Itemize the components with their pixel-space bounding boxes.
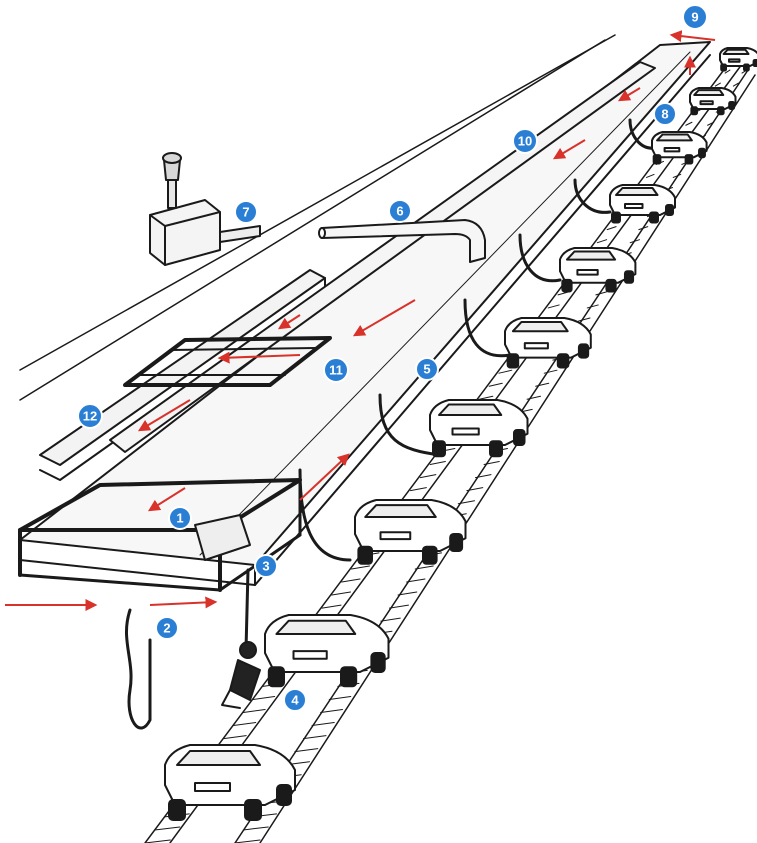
track-tie xyxy=(587,305,598,308)
track-tie xyxy=(411,488,427,491)
track-tie xyxy=(420,475,436,478)
svg-text:2: 2 xyxy=(163,621,170,636)
track-tie xyxy=(322,605,341,608)
track-tie xyxy=(253,696,274,699)
callout-7: 7 xyxy=(235,201,257,223)
car xyxy=(720,48,757,71)
track-tie xyxy=(647,174,655,177)
svg-text:3: 3 xyxy=(262,559,269,574)
car xyxy=(610,185,675,223)
track-tie xyxy=(607,227,616,230)
track-tie xyxy=(548,305,559,308)
callout-11: 11 xyxy=(324,358,348,382)
callout-1: 1 xyxy=(169,507,191,529)
svg-text:7: 7 xyxy=(242,205,249,220)
car xyxy=(430,400,528,456)
track-tie xyxy=(352,566,370,569)
car xyxy=(690,88,736,114)
callout-6: 6 xyxy=(389,200,411,222)
track-tie xyxy=(686,122,692,125)
callout-4: 4 xyxy=(284,689,306,711)
track-tie xyxy=(489,383,502,386)
svg-text:11: 11 xyxy=(329,363,343,378)
callout-8: 8 xyxy=(654,103,676,125)
track-tie xyxy=(527,396,540,399)
svg-text:4: 4 xyxy=(291,693,299,708)
car xyxy=(355,500,466,564)
svg-text:5: 5 xyxy=(423,362,430,377)
car xyxy=(265,615,389,686)
track-tie xyxy=(597,240,606,243)
svg-text:12: 12 xyxy=(83,409,97,424)
callout-9: 9 xyxy=(683,5,707,29)
track-tie xyxy=(234,723,256,726)
track-tie xyxy=(579,318,590,321)
track-tie xyxy=(479,396,492,399)
track-tie xyxy=(430,462,445,465)
track-tie xyxy=(332,592,351,595)
track-tie xyxy=(544,370,557,373)
callout-12: 12 xyxy=(78,404,102,428)
svg-text:10: 10 xyxy=(518,134,532,149)
svg-text:6: 6 xyxy=(396,204,403,219)
track-tie xyxy=(155,827,180,830)
car xyxy=(165,745,295,820)
svg-text:9: 9 xyxy=(691,10,698,25)
track-tie xyxy=(499,370,512,373)
track-tie xyxy=(243,827,268,830)
track-tie xyxy=(342,579,360,582)
track-tie xyxy=(224,736,247,739)
track-tie xyxy=(536,383,549,386)
callout-10: 10 xyxy=(513,129,537,153)
callout-2: 2 xyxy=(156,617,178,639)
callout-3: 3 xyxy=(255,555,277,577)
car xyxy=(560,248,635,292)
svg-text:8: 8 xyxy=(661,107,668,122)
track-tie xyxy=(715,83,720,86)
car xyxy=(505,318,591,368)
track-tie xyxy=(243,710,265,713)
track-tie xyxy=(295,749,318,752)
svg-text:1: 1 xyxy=(176,511,183,526)
callout-5: 5 xyxy=(416,358,438,380)
car xyxy=(652,132,707,164)
